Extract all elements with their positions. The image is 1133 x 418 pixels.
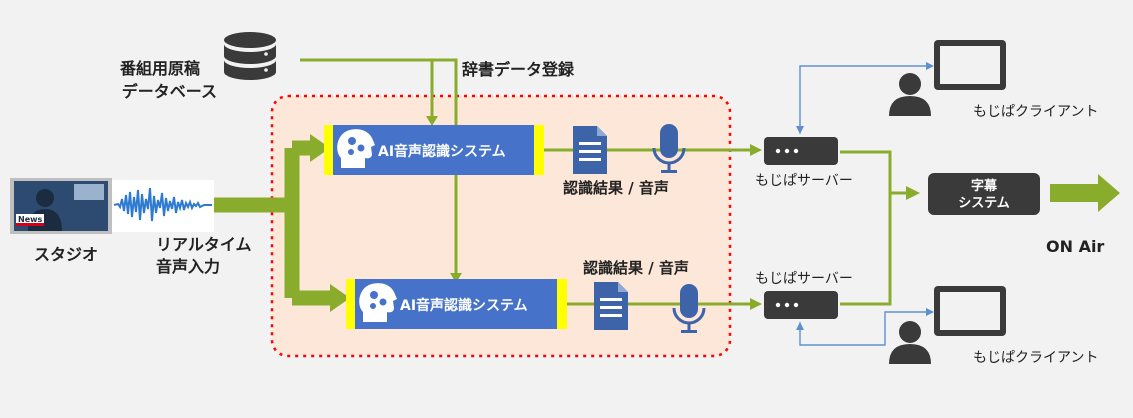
dictionary-label: 辞書データ登録 xyxy=(462,60,575,79)
tablet-icon xyxy=(934,40,1006,90)
ai-system-box-1: AI音声認識システム xyxy=(324,125,544,175)
result-1-label: 認識結果 / 音声 xyxy=(563,179,669,197)
green-arrowheads xyxy=(310,116,920,312)
program-db-label-line1: 番組用原稿 xyxy=(119,59,200,78)
realtime-label-line2: 音声入力 xyxy=(156,257,220,276)
brain-gear-icon xyxy=(337,129,375,168)
news-studio-icon: News xyxy=(10,178,112,234)
subtitle-system-box xyxy=(928,173,1040,215)
server-2-label: もじぱサーバー xyxy=(755,271,853,287)
result-2-label: 認識結果 / 音声 xyxy=(583,259,689,277)
connection-lines xyxy=(212,58,908,306)
studio-label: スタジオ xyxy=(34,245,98,264)
on-air-arrow xyxy=(1050,174,1120,212)
server-1-label: もじぱサーバー xyxy=(755,173,853,189)
document-icon xyxy=(594,282,628,330)
tablet-icon xyxy=(934,286,1006,336)
microphone-icon xyxy=(672,284,706,333)
program-db-label-line2: データベース xyxy=(122,82,217,101)
ai-system-1-label: AI音声認識システム xyxy=(378,143,506,160)
document-icon xyxy=(573,126,607,174)
ai-system-2-label: AI音声認識システム xyxy=(400,297,528,314)
client-2-label: もじぱクライアント xyxy=(973,350,1098,366)
waveform-icon xyxy=(112,180,214,232)
server-icon xyxy=(764,137,838,165)
on-air-label: ON Air xyxy=(1046,237,1104,256)
microphone-icon xyxy=(652,124,686,173)
realtime-label-line1: リアルタイム xyxy=(156,235,252,254)
client-1-label: もじぱクライアント xyxy=(973,104,1098,120)
brain-gear-icon xyxy=(359,283,397,322)
subtitle-system-label-line2: システム xyxy=(958,196,1010,211)
database-icon xyxy=(224,32,276,80)
client-links xyxy=(796,62,934,346)
news-caption: News xyxy=(18,215,43,224)
user-icon xyxy=(889,73,931,116)
user-icon xyxy=(889,321,931,364)
server-icon xyxy=(764,291,838,319)
ai-system-box-2: AI音声認識システム xyxy=(346,279,567,329)
subtitle-system-label-line1: 字幕 xyxy=(971,178,998,194)
